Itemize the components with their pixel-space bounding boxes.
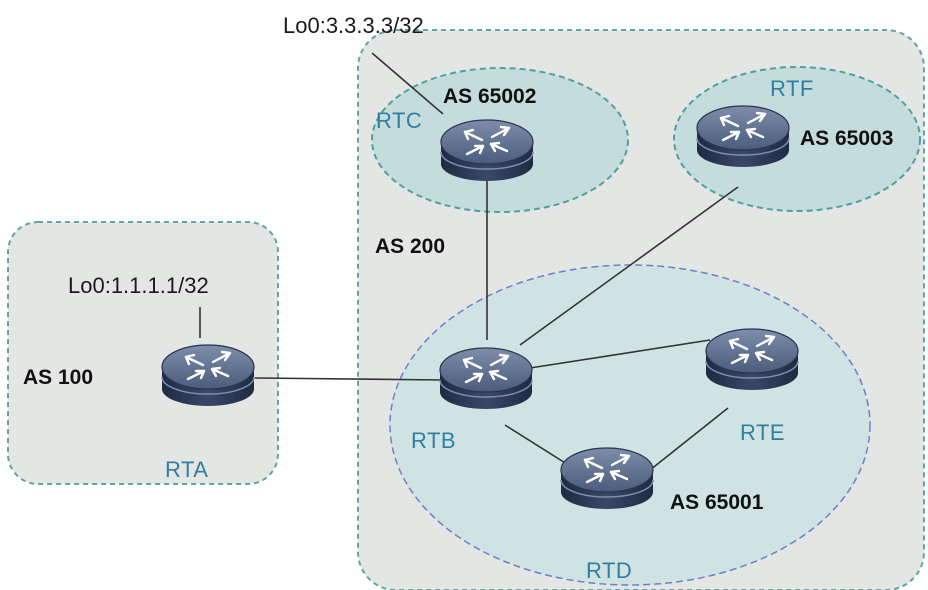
link-rta-rtb <box>254 377 446 381</box>
rte-label: RTE <box>740 420 786 445</box>
router-rtf <box>695 104 791 169</box>
as65002-label: AS 65002 <box>443 85 537 108</box>
as65003-region <box>673 66 921 212</box>
router-rte <box>704 327 800 392</box>
rta-label: RTA <box>165 457 209 482</box>
rtd-label: RTD <box>586 558 633 583</box>
link-rtb-rtd <box>504 424 571 467</box>
router-rtc <box>439 118 535 183</box>
link-rtc-loopback <box>371 52 444 115</box>
as65003-label: AS 65003 <box>800 127 894 150</box>
as200-label: AS 200 <box>375 235 446 258</box>
link-rtd-rte <box>649 407 729 471</box>
as100-label: AS 100 <box>23 366 94 389</box>
rta-loopback-label: Lo0:1.1.1.1/32 <box>68 273 209 298</box>
rtc-loopback-label: Lo0:3.3.3.3/32 <box>283 13 424 38</box>
rtc-label: RTC <box>376 108 423 133</box>
link-rtb-rte <box>529 339 711 369</box>
router-rtb <box>438 346 534 411</box>
as65001-label: AS 65001 <box>670 491 764 514</box>
rtb-label: RTB <box>411 428 457 453</box>
as100-region <box>7 221 279 485</box>
router-rtd <box>559 446 655 511</box>
as65001-region <box>389 264 871 586</box>
router-rta <box>160 343 256 408</box>
rtf-label: RTF <box>770 76 814 101</box>
link-rtb-rtf <box>519 186 739 346</box>
